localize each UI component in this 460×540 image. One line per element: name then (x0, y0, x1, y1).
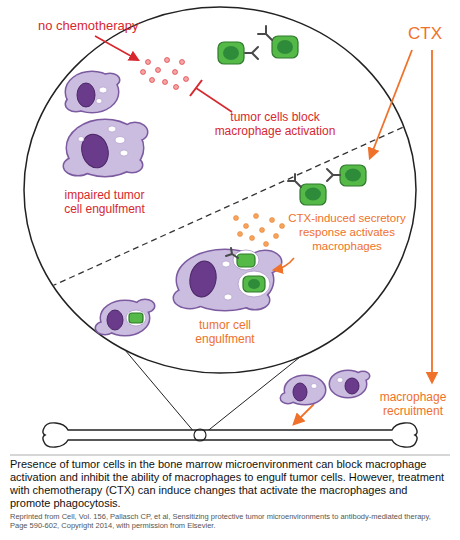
magnified-circle (24, 7, 416, 373)
factor-dot (264, 242, 269, 247)
macrophage (66, 72, 119, 112)
inhibition-bar (190, 80, 202, 96)
vacuole (222, 261, 230, 267)
tumor-cell-body (272, 36, 298, 58)
macrophage (330, 371, 369, 397)
macrophage-body (123, 123, 147, 141)
macrophage (96, 300, 154, 335)
macrophage (64, 120, 147, 176)
factor-dot (254, 214, 259, 219)
factor-dot (260, 228, 265, 233)
antibody (258, 26, 272, 40)
red-arrow (95, 36, 138, 60)
vacuole (96, 99, 102, 104)
vacuole (108, 126, 116, 132)
factor-dot (156, 68, 161, 73)
macrophage-outline (123, 123, 147, 141)
macrophage-outline (122, 158, 142, 172)
macrophage (281, 376, 325, 404)
factor-dot (163, 80, 168, 85)
phagosome (233, 250, 259, 270)
factor-dot (274, 234, 279, 239)
factor-dot (150, 78, 155, 83)
nucleus (78, 131, 112, 171)
macrophage-body (122, 158, 142, 172)
tumor-cell-nucleus (223, 46, 239, 60)
engulfed-tumor-cell (129, 313, 143, 323)
vacuole (224, 294, 232, 300)
factor-dot (270, 218, 275, 223)
tumor-cell-body (340, 165, 366, 186)
nucleus (345, 378, 359, 394)
credit-line: Reprinted from Cell, Vol. 156, Pallasch … (10, 512, 450, 530)
factor-dot (180, 60, 185, 65)
tumor-cell (327, 165, 366, 186)
macrophage-body (357, 372, 369, 380)
macrophage-outline (357, 372, 369, 380)
engulfed-tumor-cell (243, 276, 265, 292)
macrophage-body (101, 74, 119, 86)
antibody (327, 169, 340, 181)
phagosome (238, 271, 270, 297)
nucleus (107, 310, 123, 330)
inhibitory-factors (141, 58, 189, 90)
tumor-cell-nucleus (277, 40, 293, 54)
tumor-cell-nucleus (345, 169, 361, 182)
separator-line (10, 455, 450, 456)
inhibition-line (196, 88, 232, 112)
tumor-cell-body (218, 42, 244, 64)
vacuole (78, 137, 84, 142)
factor-dot (146, 60, 151, 65)
annotation: tumor cells block macrophage activation (205, 110, 345, 139)
orange-arrow (431, 50, 433, 382)
factor-dot (173, 70, 178, 75)
antibody (226, 248, 238, 258)
factor-dot (165, 58, 170, 63)
vacuole (115, 137, 125, 144)
tumor-cell-nucleus (248, 279, 260, 289)
condition-label: no chemotherapy (38, 18, 168, 34)
factor-dot (234, 216, 239, 221)
vacuole (120, 150, 128, 156)
tumor-cell (218, 42, 258, 64)
macrophage-outline (101, 74, 119, 86)
macrophage-body (66, 72, 118, 112)
treatment-label: CTX (408, 24, 458, 44)
tumor-cell (258, 26, 298, 58)
engulfed-tumor-cell (237, 254, 255, 267)
vacuole (99, 87, 107, 93)
antibody (245, 47, 258, 59)
tumor-cell-body (300, 184, 326, 205)
zoom-circle (194, 429, 206, 441)
annotation: impaired tumor cell engulfment (57, 188, 152, 217)
factor-dot (250, 236, 255, 241)
orange-arrow (370, 50, 412, 158)
orange-arrow (294, 404, 314, 424)
phagosome (126, 310, 146, 326)
figure-caption: Presence of tumor cells in the bone marr… (10, 458, 450, 510)
factor-dot (141, 70, 146, 75)
activating-factors (234, 214, 285, 247)
nucleus (293, 383, 307, 401)
antibody (288, 174, 301, 187)
annotation: CTX-induced secretory response activates… (280, 212, 414, 253)
tumor-cell-nucleus (305, 188, 321, 201)
annotation: macrophage recruitment (368, 390, 458, 419)
factor-dot (184, 77, 189, 82)
factor-dot (280, 224, 285, 229)
factor-dot (238, 232, 243, 237)
vacuole (311, 384, 317, 389)
tumor-cell (288, 174, 326, 205)
vacuole (337, 378, 343, 383)
nucleus (187, 259, 219, 299)
annotation: tumor cell engulfment (180, 318, 270, 347)
macrophage (174, 248, 281, 310)
bone (43, 423, 417, 447)
orange-arrow (274, 258, 294, 270)
macrophage-outline (66, 72, 118, 112)
nucleus (77, 83, 95, 107)
factor-dot (244, 224, 249, 229)
factor-dot (174, 85, 179, 90)
